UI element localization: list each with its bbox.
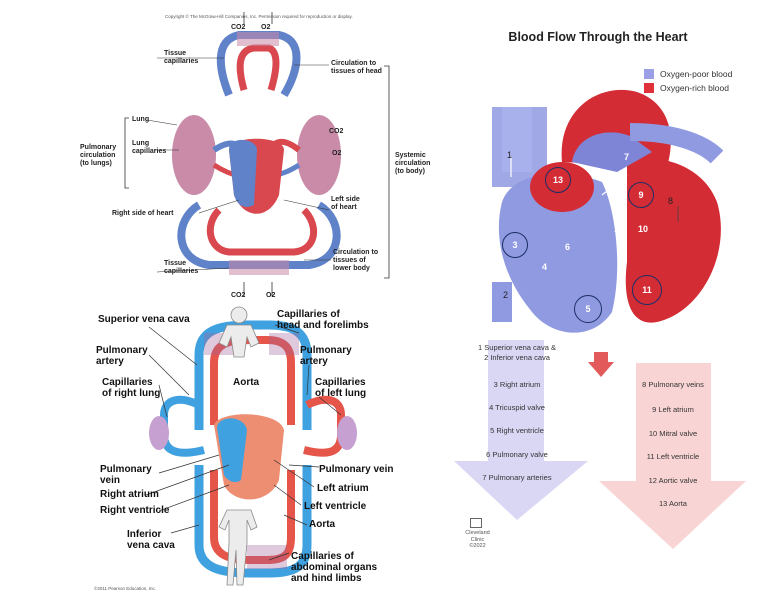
pulmonary-vein-right-label: Pulmonary vein [319,464,394,475]
circulation-lower-label: Circulation to tissues of lower body [333,249,379,272]
oxygen-poor-swatch [644,69,654,79]
lung-capillaries-label: Lung capillaries [132,140,167,155]
lung-label: Lung [132,116,150,123]
marker-6: 6 [565,242,571,252]
right-lung-shape [149,416,169,450]
capillaries-abdominal-label: Capillaries of abdominal organs and hind… [291,551,378,584]
right-lung-shape [172,115,216,195]
o2-label-top: O2 [261,24,271,31]
step-left-atrium: 9 Left atrium [652,405,694,414]
oxygen-rich-swatch [644,83,654,93]
pearson-copyright: ©2011 Pearson Education, Inc. [94,586,157,591]
left-lung-shape [337,416,357,450]
marker-10: 10 [638,224,649,234]
circulation-artwork [124,12,390,296]
panel-title: Blood Flow Through the Heart [508,30,688,44]
marker-7: 7 [624,152,630,162]
step-pulmonary-veins: 8 Pulmonary veins [642,380,704,389]
marker-13: 13 [545,167,571,193]
step-pulmonary-arteries: 7 Pulmonary arteries [482,473,552,482]
step-pulmonary-valve: 6 Pulmonary valve [486,450,548,459]
o2-label-bottom: O2 [266,292,276,299]
step-right-ventricle: 5 Right ventricle [490,426,544,435]
left-lung-shape [297,115,341,195]
right-side-heart-label: Right side of heart [112,210,174,217]
superior-vena-cava-label: Superior vena cava [98,314,190,325]
co2-label-bottom: CO2 [231,292,246,299]
inferior-vena-cava-label: Inferior vena cava [127,529,175,551]
brand-text: Cleveland Clinic ©2022 [465,530,490,549]
o2-label-right: O2 [332,150,342,157]
step-mitral-valve: 10 Mitral valve [648,429,698,438]
legend-label-oxygen-rich: Oxygen-rich blood [660,83,729,93]
marker-8: 8 [668,196,674,206]
marker-11: 11 [632,275,662,305]
capillaries-left-lung-label: Capillaries of left lung [315,377,367,399]
step-aortic-valve: 12 Aortic valve [648,476,698,485]
systemic-circulation-label: Systemic circulation (to body) [395,152,431,175]
right-ventricle-label: Right ventricle [100,505,170,516]
tissue-capillaries-bottom-label: Tissue capillaries [164,260,199,275]
pulmonary-vein-left-label: Pulmonary vein [100,464,152,486]
step-right-atrium: 3 Right atrium [493,380,541,389]
circulation-head-label: Circulation to tissues of head [331,60,382,75]
capillaries-right-lung-label: Capillaries of right lung [102,377,161,399]
left-ventricle-label: Left ventricle [304,501,367,512]
systemic-pulmonary-diagram: Copyright © The McGraw-Hill Companies, I… [79,10,431,302]
tissue-capillaries-top-label: Tissue capillaries [164,50,199,65]
left-side-heart-label: Left side of heart [331,196,360,211]
co2-label-right: CO2 [329,128,344,135]
step-tricuspid-valve: 4 Tricuspid valve [489,403,545,412]
marker-5: 5 [574,295,602,323]
right-atrium-label: Right atrium [100,489,159,500]
aorta-bottom-label: Aorta [309,519,336,530]
marker-2: 2 [503,290,509,300]
marker-12: 12 [614,224,625,234]
pulmonary-circulation-label: Pulmonary circulation (to lungs) [80,144,117,167]
capillaries-head-label: Capillaries of head and forelimbs [277,309,369,331]
marker-4: 4 [542,262,548,272]
left-atrium-label: Left atrium [317,483,369,494]
aorta-top-label: Aorta [233,377,260,388]
step-vena-cava: 1 Superior vena cava & 2 Inferior vena c… [478,343,556,362]
legend-label-oxygen-poor: Oxygen-poor blood [660,69,733,79]
double-circulation-artwork [145,306,357,586]
blood-flow-heart-panel: Blood Flow Through the Heart Oxygen-poor… [452,12,764,590]
copyright-text: Copyright © The McGraw-Hill Companies, I… [165,14,353,19]
legend-item-oxygen-rich: Oxygen-rich blood [644,83,729,93]
cleveland-clinic-logo-icon [470,518,482,528]
double-circulation-diagram: Superior vena cava Capillaries of head a… [79,305,429,594]
marker-3: 3 [502,232,528,258]
marker-1: 1 [507,150,513,160]
legend-item-oxygen-poor: Oxygen-poor blood [644,69,732,79]
pulmonary-artery-left-label: Pulmonary artery [96,345,148,367]
step-left-ventricle: 11 Left ventricle [646,452,700,461]
pulmonary-artery-right-label: Pulmonary artery [300,345,352,367]
co2-label-top: CO2 [231,24,246,31]
heart-artwork [454,89,746,549]
step-aorta: 13 Aorta [659,499,687,508]
marker-9: 9 [628,182,654,208]
